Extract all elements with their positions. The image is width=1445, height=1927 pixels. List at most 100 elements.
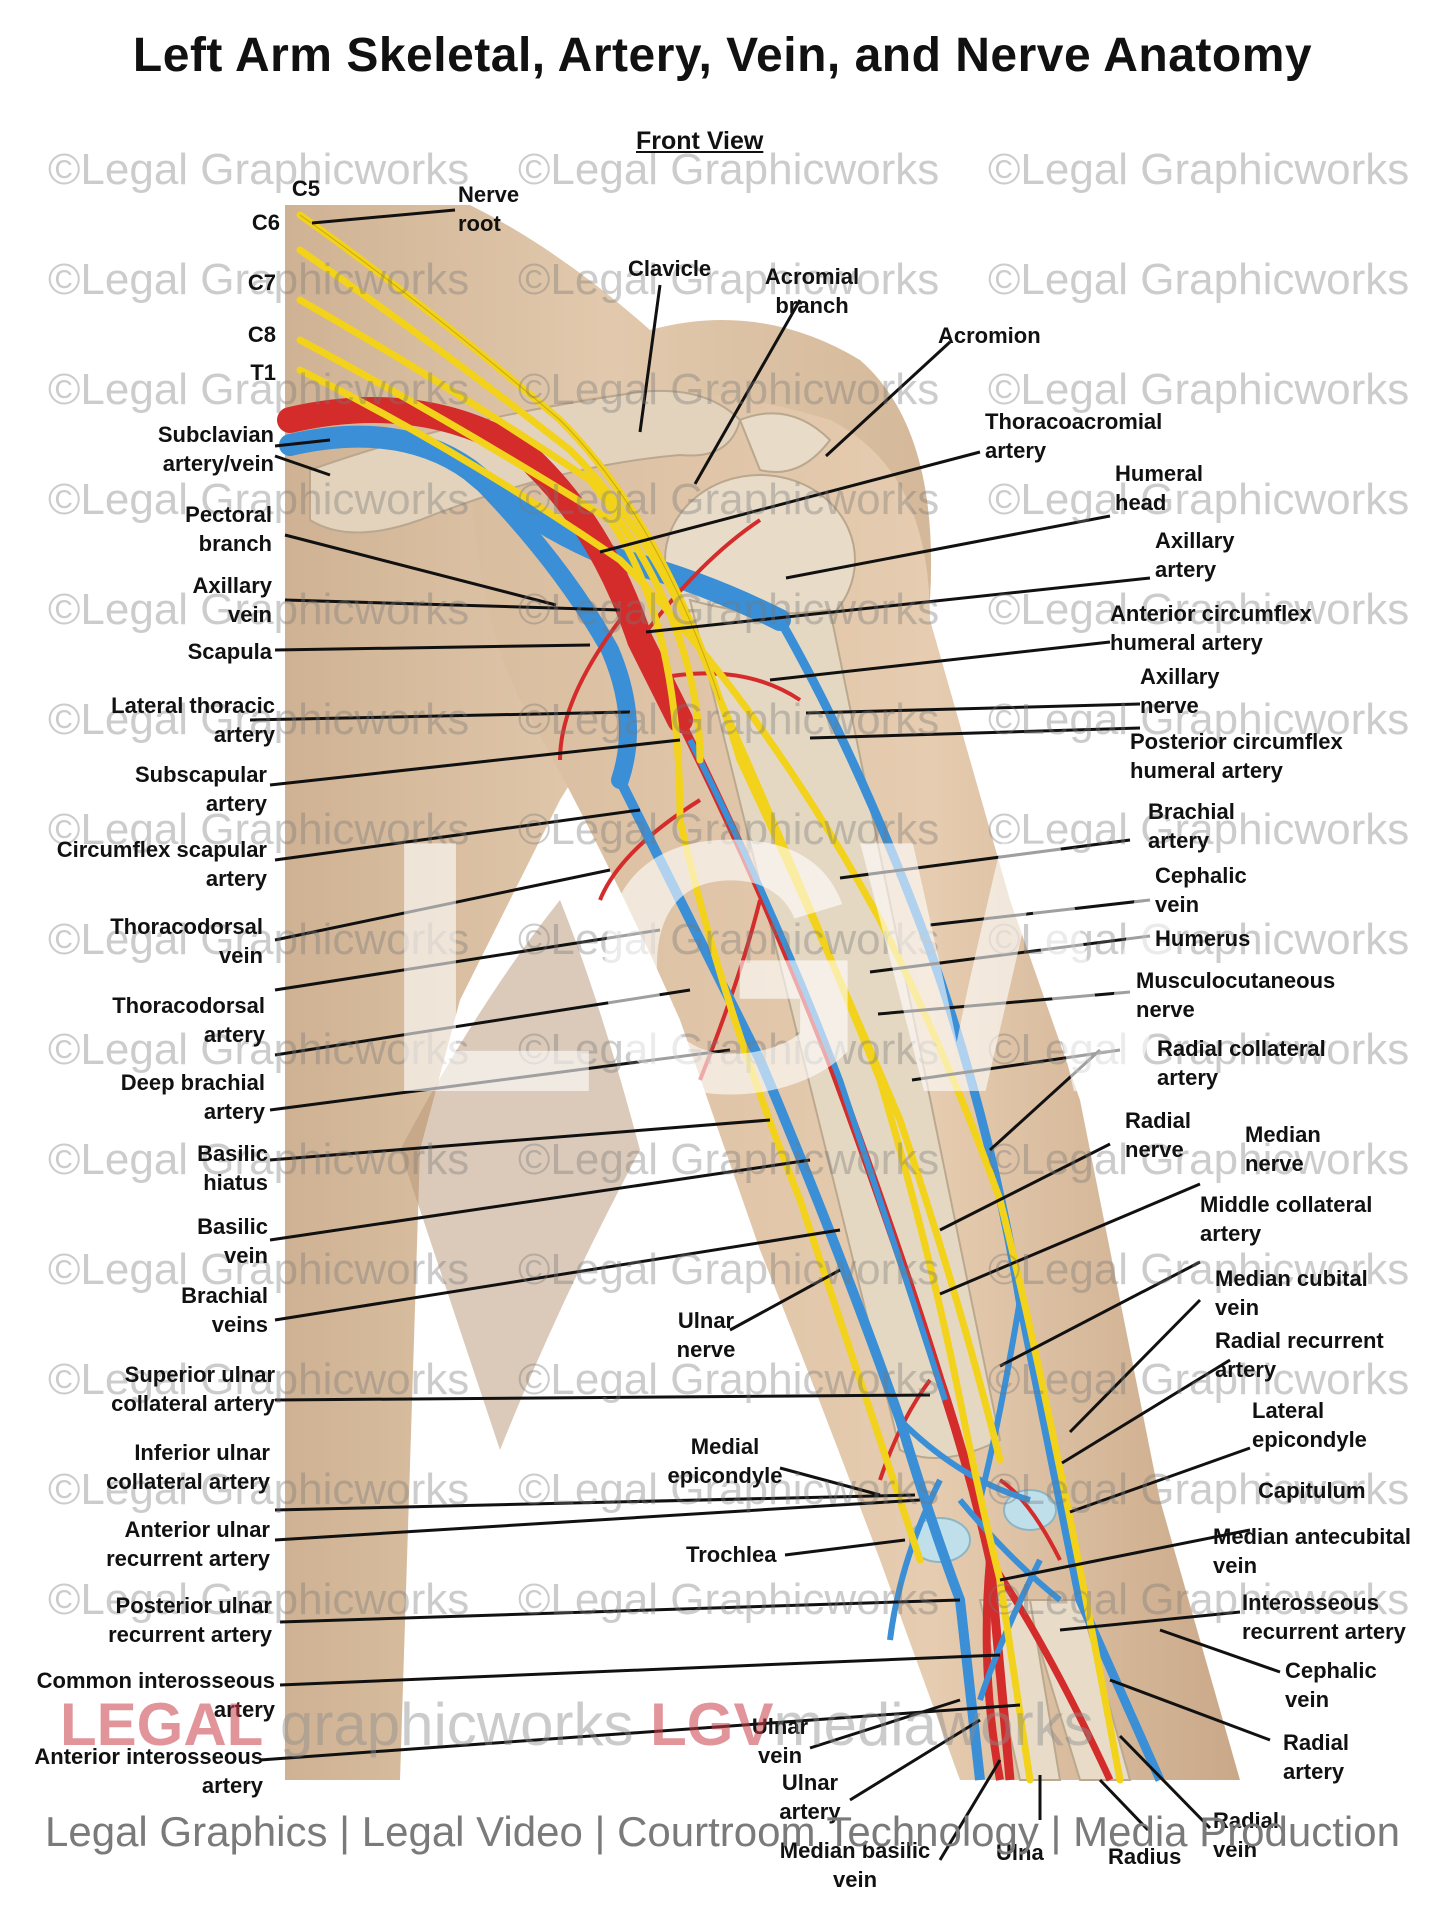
watermark: ©Legal Graphicworks bbox=[988, 805, 1410, 854]
label-circumflex-scapular: Circumflex scapular artery bbox=[56, 837, 267, 891]
footer-tagline: Legal Graphics | Legal Video | Courtroom… bbox=[45, 1808, 1400, 1855]
watermark: ©Legal Graphicworks bbox=[988, 1575, 1410, 1624]
label-cephalic-vein-lower: Cephalic vein bbox=[1285, 1658, 1377, 1712]
label-lateral-thoracic: Lateral thoracic artery bbox=[111, 693, 275, 747]
watermark: ©Legal Graphicworks bbox=[48, 695, 470, 744]
watermark: ©Legal Graphicworks bbox=[518, 255, 940, 304]
watermark: ©Legal Graphicworks bbox=[48, 1135, 470, 1184]
label-c5: C5 bbox=[291, 176, 320, 201]
subclavian-vein-vessel bbox=[279, 425, 791, 631]
watermark: ©Legal Graphicworks bbox=[988, 695, 1410, 744]
label-t1: T1 bbox=[250, 360, 276, 385]
label-cephalic-vein-upper: Cephalic vein bbox=[1155, 863, 1247, 917]
label-clavicle: Clavicle bbox=[628, 256, 712, 281]
watermark: ©Legal Graphicworks bbox=[48, 145, 470, 194]
label-axillary-artery: Axillary artery bbox=[1155, 528, 1235, 582]
label-c8: C8 bbox=[247, 322, 276, 347]
axilla-shadow bbox=[400, 900, 640, 1450]
watermark: ©Legal Graphicworks bbox=[988, 915, 1410, 964]
watermark: ©Legal Graphicworks bbox=[518, 1355, 940, 1404]
label-acromial-branch: Acromial branch bbox=[764, 264, 860, 318]
radius-bone bbox=[1023, 1599, 1132, 1781]
brand-lgv-text: LGV bbox=[650, 1691, 774, 1758]
label-deep-brachial: Deep brachial artery bbox=[120, 1070, 265, 1124]
watermark: ©Legal Graphicworks bbox=[988, 1245, 1410, 1294]
watermark: ©Legal Graphicworks bbox=[988, 1135, 1410, 1184]
watermark: ©Legal Graphicworks bbox=[988, 1025, 1410, 1074]
label-axillary-nerve: Axillary nerve bbox=[1140, 664, 1220, 718]
label-posterior-ulnar-recurrent: Posterior ulnar recurrent artery bbox=[108, 1593, 272, 1647]
watermark: ©Legal Graphicworks bbox=[518, 915, 940, 964]
label-thoracodorsal-vein: Thoracodorsal vein bbox=[110, 914, 263, 968]
watermark: ©Legal Graphicworks bbox=[48, 1245, 470, 1294]
watermark: ©Legal Graphicworks bbox=[48, 915, 470, 964]
watermark: ©Legal Graphicworks bbox=[48, 1025, 470, 1074]
label-radius: Radius bbox=[1108, 1844, 1182, 1869]
forearm-vein-network bbox=[887, 1299, 1062, 1701]
page-title: Left Arm Skeletal, Artery, Vein, and Ner… bbox=[132, 29, 1313, 82]
label-anterior-interosseous: Anterior interosseous artery bbox=[34, 1744, 263, 1798]
artery-branches bbox=[558, 518, 1062, 1561]
label-scapula: Scapula bbox=[187, 639, 272, 664]
watermark: ©Legal Graphicworks bbox=[518, 1135, 940, 1184]
brand-logo: LEGAL graphicworks LGVmediaworks bbox=[60, 1690, 1094, 1759]
watermark: ©Legal Graphicworks bbox=[988, 365, 1410, 414]
label-c7: C7 bbox=[247, 270, 276, 295]
watermark: ©Legal Graphicworks bbox=[988, 1355, 1410, 1404]
acromion-bone bbox=[738, 412, 832, 473]
watermark: ©Legal Graphicworks bbox=[988, 1465, 1410, 1514]
label-median-cubital: Median cubital vein bbox=[1215, 1266, 1368, 1320]
brand-mediaworks-text: mediaworks bbox=[773, 1691, 1094, 1758]
label-c6: C6 bbox=[251, 210, 280, 235]
watermark: ©Legal Graphicworks bbox=[48, 1355, 470, 1404]
label-pectoral-branch: Pectoral branch bbox=[185, 502, 272, 556]
brand-graphicworks-text: graphicworks bbox=[263, 1691, 651, 1758]
ulnar-artery-vessel bbox=[982, 1559, 1004, 1781]
label-humerus: Humerus bbox=[1155, 926, 1251, 951]
label-thoracodorsal-artery: Thoracodorsal artery bbox=[112, 993, 265, 1047]
watermark: ©Legal Graphicworks bbox=[518, 1575, 940, 1624]
watermark: ©Legal Graphicworks bbox=[518, 475, 940, 524]
watermark: ©Legal Graphicworks bbox=[48, 585, 470, 634]
watermark: ©Legal Graphicworks bbox=[518, 1245, 940, 1294]
watermark: ©Legal Graphicworks bbox=[518, 1025, 940, 1074]
watermark: ©Legal Graphicworks bbox=[518, 585, 940, 634]
radial-artery-vessel bbox=[987, 1558, 1114, 1782]
watermark: ©Legal Graphicworks bbox=[988, 145, 1410, 194]
label-medial-epicondyle: Medial epicondyle bbox=[667, 1434, 783, 1488]
label-radial-nerve: Radial nerve bbox=[1125, 1108, 1192, 1162]
brachial-veins-vessel bbox=[687, 738, 948, 1401]
label-brachial-veins: Brachial veins bbox=[181, 1283, 268, 1337]
label-median-nerve: Median nerve bbox=[1245, 1122, 1321, 1176]
lgw-watermark: LGW bbox=[380, 766, 1200, 1168]
label-trochlea: Trochlea bbox=[686, 1542, 777, 1567]
label-anterior-ulnar-recurrent: Anterior ulnar recurrent artery bbox=[106, 1517, 270, 1571]
label-posterior-circumflex: Posterior circumflex humeral artery bbox=[1130, 729, 1343, 783]
label-brachial-artery: Brachial artery bbox=[1148, 799, 1235, 853]
label-nerve-root: Nerve root bbox=[458, 182, 520, 236]
label-radial-vein: Radial vein bbox=[1213, 1808, 1280, 1862]
watermark: ©Legal Graphicworks bbox=[988, 585, 1410, 634]
label-interosseous-recurrent: Interosseous recurrent artery bbox=[1242, 1590, 1406, 1644]
cephalic-vein-vessel bbox=[776, 617, 1165, 1782]
label-radial-recurrent: Radial recurrent artery bbox=[1215, 1328, 1384, 1382]
watermark: ©Legal Graphicworks bbox=[518, 365, 940, 414]
label-subscapular: Subscapular artery bbox=[134, 762, 267, 816]
watermark: ©Legal Graphicworks bbox=[518, 805, 940, 854]
label-median-antecubital: Median antecubital vein bbox=[1213, 1524, 1412, 1578]
view-subtitle: Front View bbox=[636, 127, 764, 155]
watermark: ©Legal Graphicworks bbox=[518, 145, 940, 194]
label-ulna: Ulna bbox=[996, 1840, 1044, 1865]
label-inferior-ulnar: Inferior ulnar collateral artery bbox=[106, 1440, 270, 1494]
watermark: ©Legal Graphicworks bbox=[48, 365, 470, 414]
watermark: ©Legal Graphicworks bbox=[518, 695, 940, 744]
label-radial-artery: Radial artery bbox=[1283, 1730, 1350, 1784]
label-capitulum: Capitulum bbox=[1258, 1478, 1366, 1503]
watermark: ©Legal Graphicworks bbox=[518, 1465, 940, 1514]
label-ulnar-nerve: Ulnar nerve bbox=[676, 1308, 736, 1362]
watermark: ©Legal Graphicworks bbox=[48, 1465, 470, 1514]
label-musculocutaneous: Musculocutaneous nerve bbox=[1136, 968, 1336, 1022]
watermark: ©Legal Graphicworks bbox=[48, 475, 470, 524]
nerve-bundle bbox=[296, 211, 1124, 1784]
